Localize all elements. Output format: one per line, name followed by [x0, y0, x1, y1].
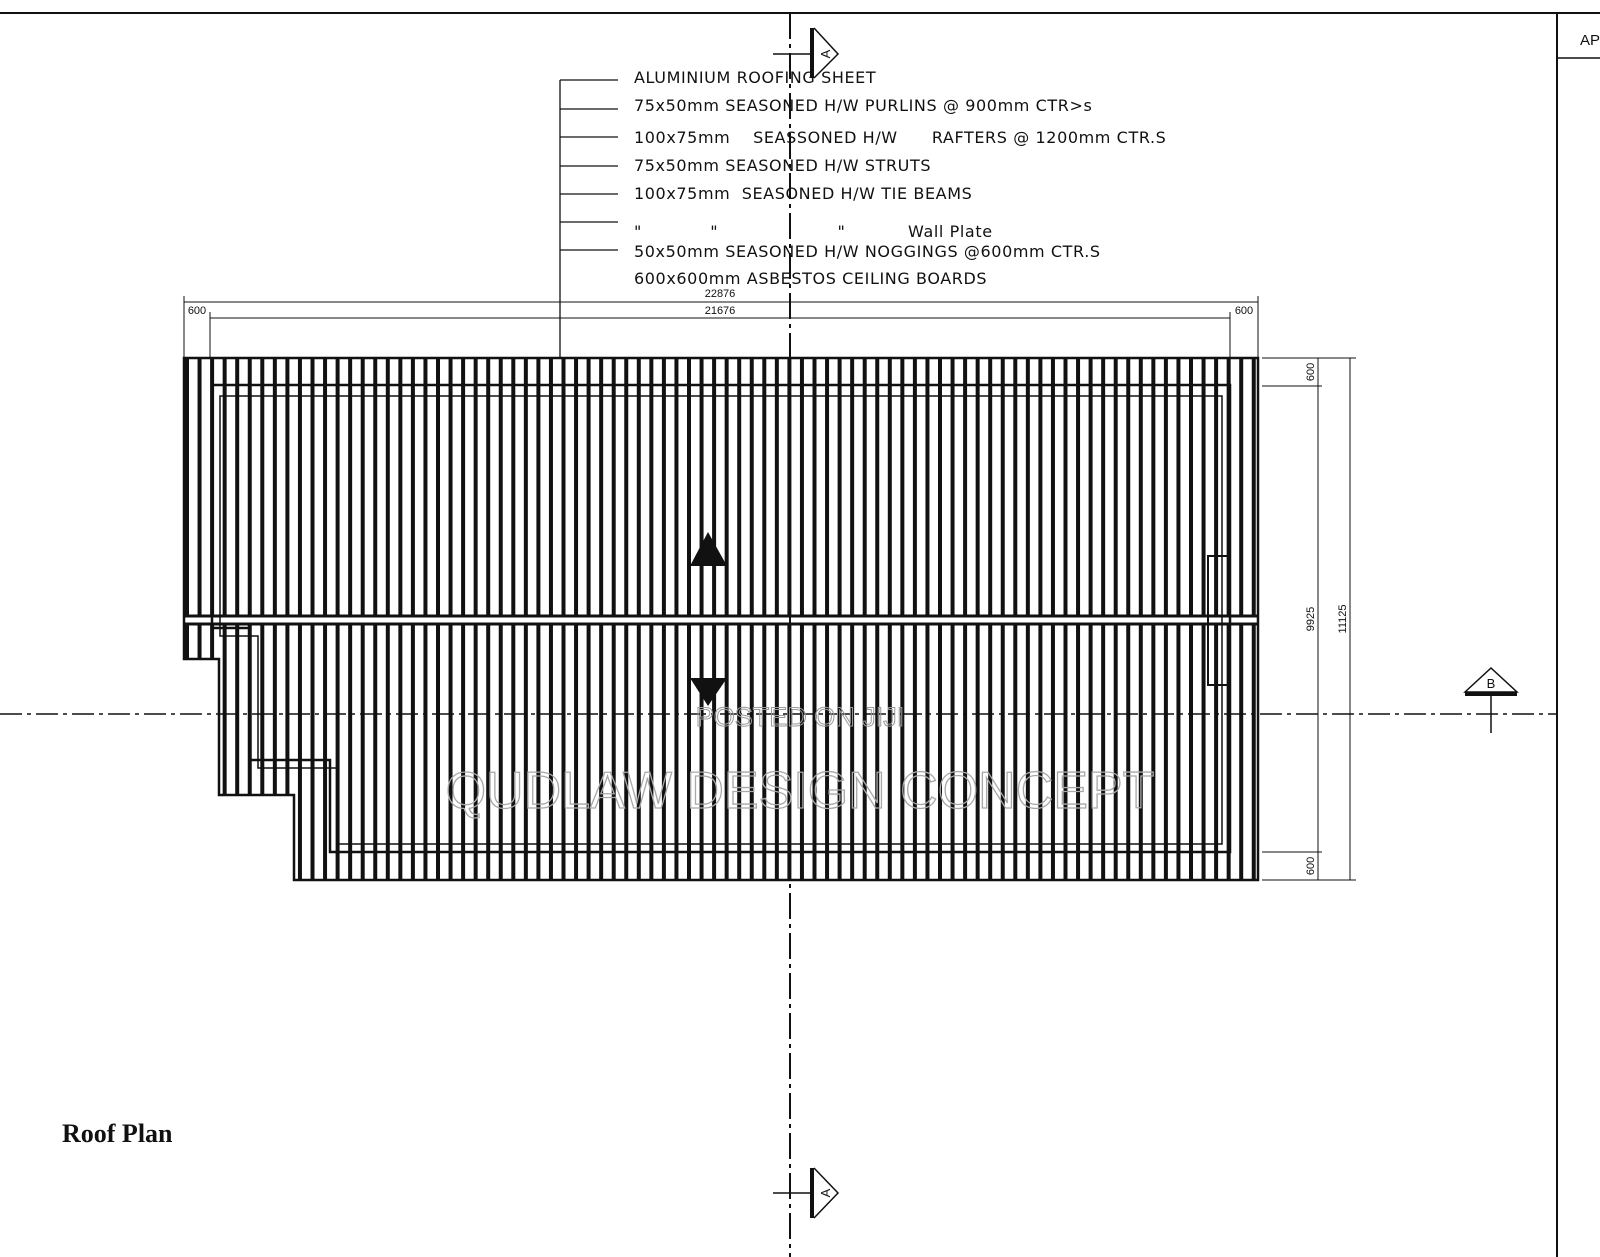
watermark-posted: POSTED ON JIJI — [696, 702, 905, 732]
slope-arrow-down — [690, 678, 727, 706]
note-tie-beams: 100x75mm SEASONED H/W TIE BEAMS — [634, 184, 972, 203]
dim-overall-depth: 11125 — [1337, 605, 1349, 634]
rafters-lower — [185, 624, 1256, 880]
dim-bottom-overhang: 600 — [1305, 857, 1317, 875]
right-dimension-lines — [1262, 357, 1356, 881]
notch-detail — [1207, 555, 1230, 686]
note-rafters: 100x75mm SEASSONED H/W RAFTERS @ 1200mm … — [634, 128, 1166, 147]
leader-lines — [559, 79, 618, 358]
dim-inner-depth: 9925 — [1305, 607, 1317, 631]
corner-label: AP — [1580, 32, 1600, 49]
dim-top-overhang: 600 — [1305, 363, 1317, 381]
sheet-border — [0, 12, 1600, 1257]
rafters-upper — [185, 358, 1256, 616]
section-marker-b: B — [1463, 666, 1519, 733]
dim-left-overhang: 600 — [188, 305, 206, 317]
section-label-a-top: A — [818, 49, 833, 58]
roof-outline — [182, 356, 1260, 882]
section-marker-a-bottom: A — [773, 1167, 840, 1219]
specification-notes: ALUMINIUM ROOFING SHEET 75x50mm SEASONED… — [634, 68, 1166, 288]
note-wall-plate: " " " Wall Plate — [634, 222, 993, 241]
section-label-b: B — [1487, 676, 1496, 691]
ridge-line — [184, 614, 1258, 626]
top-dimension-lines — [183, 296, 1259, 358]
slope-arrow-up — [690, 532, 727, 566]
note-roofing-sheet: ALUMINIUM ROOFING SHEET — [634, 68, 876, 87]
note-ceiling-boards: 600x600mm ASBESTOS CEILING BOARDS — [634, 269, 987, 288]
watermark-brand: QUDLAW DESIGN CONCEPT — [446, 762, 1155, 820]
wall-outline — [210, 383, 1232, 854]
drawing-title: Roof Plan — [62, 1119, 173, 1148]
section-marker-a-top: A — [773, 27, 840, 79]
note-struts: 75x50mm SEASONED H/W STRUTS — [634, 156, 931, 175]
dim-overall-width: 22876 — [705, 288, 736, 300]
note-noggings: 50x50mm SEASONED H/W NOGGINGS @600mm CTR… — [634, 242, 1101, 261]
dim-inner-width: 21676 — [705, 305, 736, 317]
section-label-a-bottom: A — [818, 1188, 833, 1197]
note-purlins: 75x50mm SEASONED H/W PURLINS @ 900mm CTR… — [634, 96, 1092, 115]
ceiling-outline — [219, 395, 1223, 845]
dim-right-overhang: 600 — [1235, 305, 1253, 317]
